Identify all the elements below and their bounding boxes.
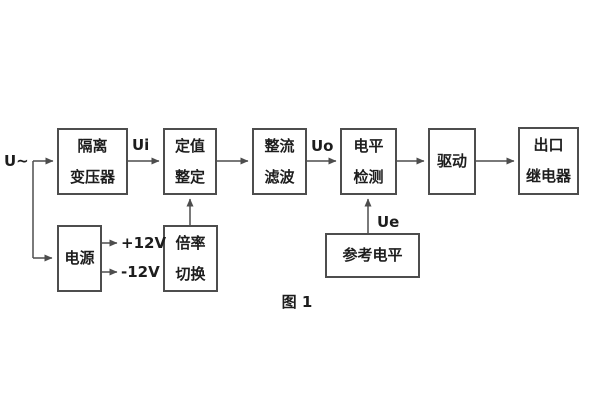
block-label-line: 继电器 [525, 167, 571, 185]
block-isolation-transformer: 隔离 变压器 [57, 128, 128, 195]
block-label-line: 定值 [174, 136, 205, 155]
block-ratio-switch: 倍率 切换 [163, 225, 218, 292]
block-label-line: 出口 [533, 136, 564, 154]
block-label-line: 电平 [353, 136, 384, 155]
block-label-line: 滤波 [264, 167, 295, 186]
block-power-supply: 电源 [57, 225, 102, 292]
block-label-line: 倍率 [175, 233, 206, 252]
label-plus-12v: +12V [121, 234, 167, 252]
block-label-line: 电源 [64, 249, 95, 267]
block-rectifier-filter: 整流 滤波 [252, 128, 307, 195]
label-input-voltage: U~ [4, 152, 29, 170]
block-setting-adjust: 定值 整定 [163, 128, 217, 195]
block-label-line: 整定 [174, 167, 205, 186]
block-label-line: 驱动 [436, 152, 467, 170]
figure-caption: 图 1 [281, 293, 313, 311]
label-minus-12v: -12V [121, 263, 160, 281]
block-output-relay: 出口 继电器 [518, 127, 579, 195]
block-label-line: 隔离 [77, 136, 108, 155]
block-reference-level: 参考电平 [325, 233, 420, 278]
block-label-line: 变压器 [69, 167, 115, 186]
label-signal-uo: Uo [311, 137, 334, 155]
label-signal-ui: Ui [132, 136, 150, 154]
block-label-line: 切换 [175, 264, 206, 283]
block-driver: 驱动 [428, 128, 476, 195]
block-level-detector: 电平 检测 [340, 128, 397, 195]
block-label-line: 检测 [353, 167, 384, 186]
block-label-line: 整流 [264, 136, 295, 155]
label-signal-ue: Ue [377, 213, 400, 231]
block-label-line: 参考电平 [342, 246, 403, 264]
